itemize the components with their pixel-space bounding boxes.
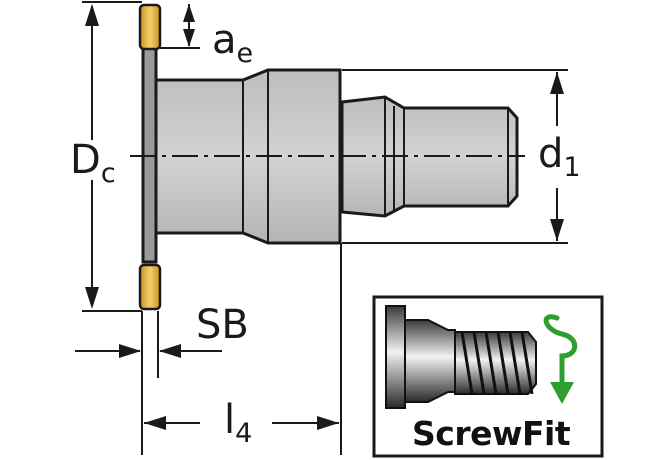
ae-arrow-bottom [183, 29, 195, 47]
logo-rotate-arrowhead [550, 382, 574, 404]
ae-arrow-top [183, 4, 195, 22]
label-d1-main: d [538, 131, 564, 177]
insert-bottom [138, 263, 162, 311]
logo-thread-lines [460, 331, 534, 395]
logo-tool-body [404, 319, 456, 403]
label-l4: l4 [224, 397, 252, 447]
label-l4-main: l [224, 397, 236, 443]
sb-arrow-right [159, 344, 181, 358]
label-d1-sub: 1 [563, 152, 581, 183]
label-ae: ae [212, 17, 253, 67]
label-dc-sub: c [100, 158, 116, 189]
label-ae-sub: e [236, 38, 254, 69]
insert-top [138, 3, 162, 51]
label-d1: d1 [536, 131, 583, 181]
label-sb-text: SB [196, 302, 249, 348]
d1-arrow-bottom [550, 219, 564, 241]
label-sb: SB [196, 305, 249, 345]
dc-arrow-bottom [85, 287, 99, 309]
l4-arrow-right [317, 416, 339, 430]
logo-rotate-arrow [543, 314, 578, 389]
label-dc-main: D [70, 137, 101, 183]
label-l4-sub: 4 [235, 418, 253, 449]
logo-tool-flange [385, 305, 406, 409]
l4-arrow-left [144, 416, 166, 430]
sb-arrow-left [119, 344, 141, 358]
screwfit-logo [372, 295, 604, 458]
d1-arrow-top [550, 72, 564, 94]
label-ae-main: a [212, 17, 237, 63]
label-dc: Dc [68, 137, 118, 187]
dc-arrow-top [85, 4, 99, 26]
screwfit-logo-text: ScrewFit [412, 414, 571, 453]
